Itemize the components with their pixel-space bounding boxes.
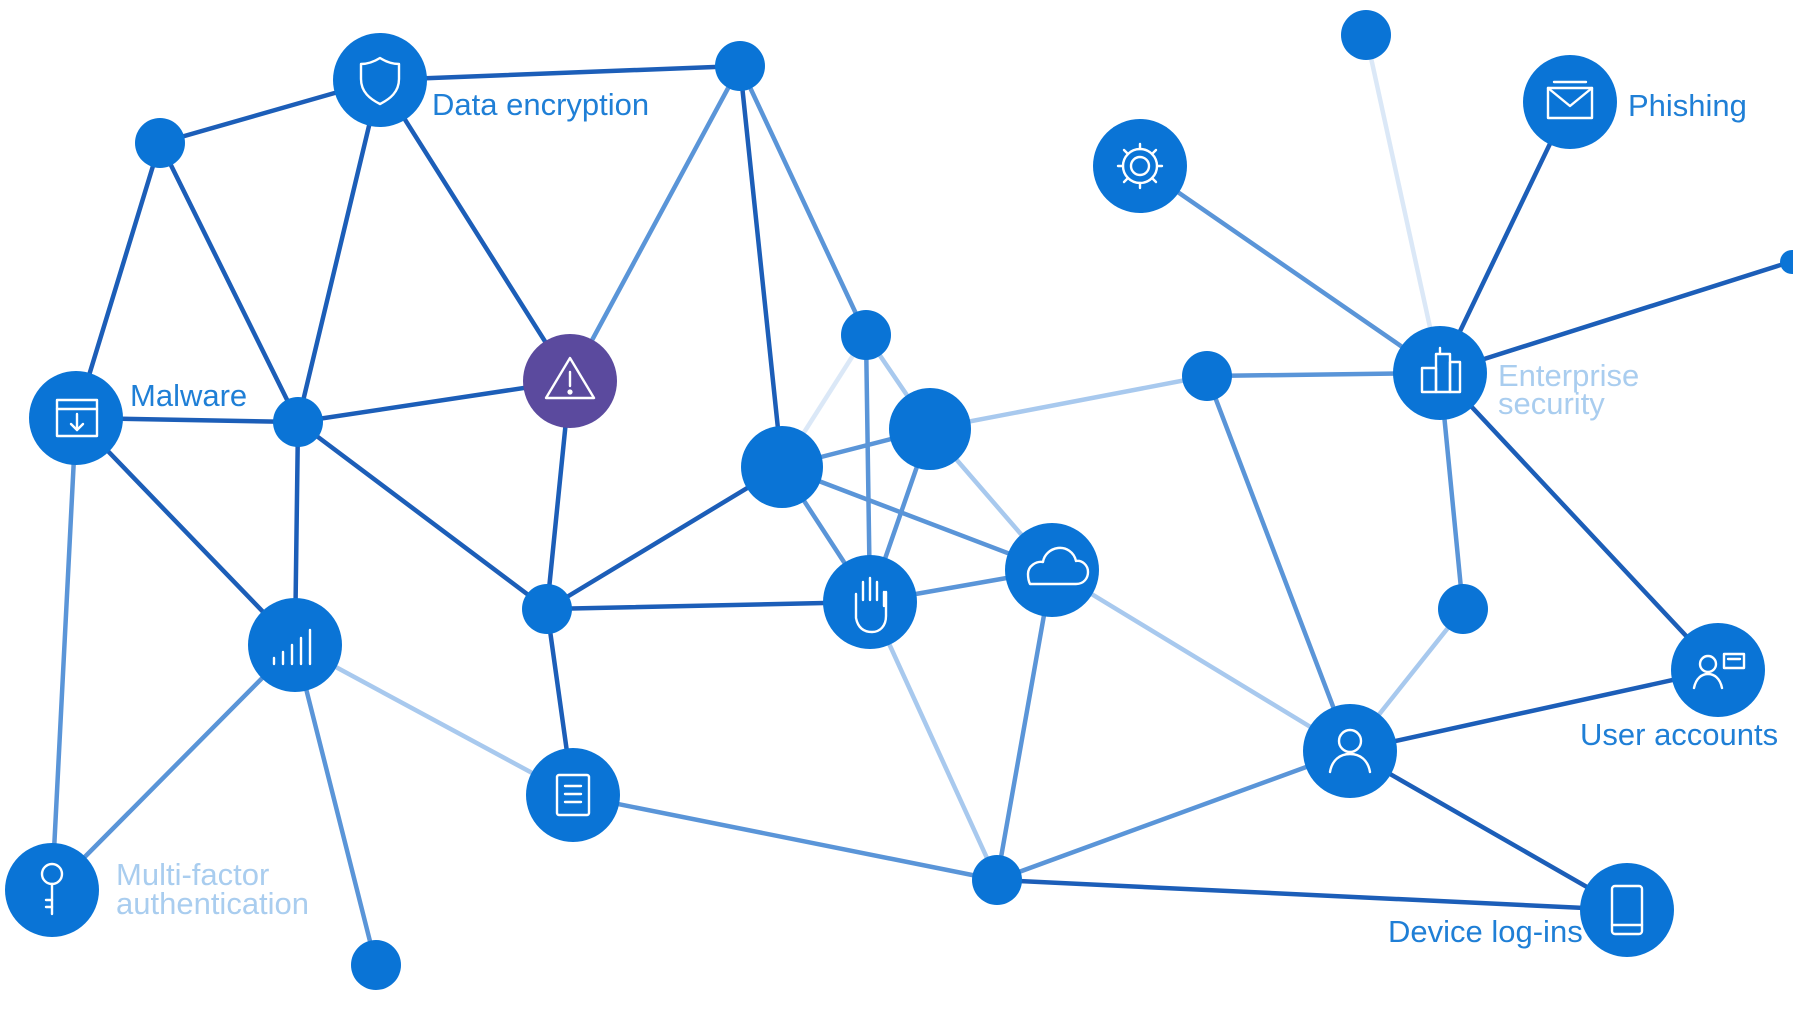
edge (1049, 567, 1353, 754)
edge (1137, 163, 1443, 376)
hand-icon (854, 576, 888, 634)
node (841, 310, 891, 360)
node (1341, 10, 1391, 60)
edge (377, 77, 573, 384)
gear-node (1093, 119, 1187, 213)
node (1780, 250, 1793, 274)
person-icon (1328, 728, 1372, 774)
edge (1437, 370, 1721, 673)
node (741, 426, 823, 508)
node (1182, 351, 1232, 401)
edge (292, 642, 576, 798)
edge (994, 748, 1353, 883)
plain-nodes (135, 10, 1793, 990)
edges-mid (49, 63, 1466, 968)
mail-icon (1546, 80, 1594, 120)
device-node (1580, 863, 1674, 957)
label-device-logins: Device log-ins (1388, 914, 1583, 949)
download-window-icon (55, 398, 99, 438)
node (522, 584, 572, 634)
signal-bars-icon (272, 628, 312, 666)
building-icon (1420, 346, 1462, 394)
edge (1204, 373, 1353, 754)
edge (295, 77, 383, 425)
node (972, 855, 1022, 905)
node (351, 940, 401, 990)
edge (544, 464, 785, 612)
edges (49, 32, 1793, 968)
document-node (526, 748, 620, 842)
edge (1347, 748, 1630, 913)
edge (49, 415, 79, 893)
phishing-node (1523, 55, 1617, 149)
user-card-icon (1692, 652, 1746, 690)
label-data-encryption: Data encryption (432, 87, 649, 122)
edge (377, 63, 743, 83)
edge (1437, 99, 1573, 376)
edge (73, 140, 163, 421)
edge (570, 792, 1000, 883)
key-icon (40, 862, 64, 916)
cloud-icon (1026, 546, 1090, 586)
edges-faint (779, 32, 1443, 470)
label-enterprise-line1: Enterprise (1498, 358, 1639, 393)
hand-node (823, 555, 917, 649)
edge (49, 642, 298, 893)
edge (737, 63, 869, 338)
edge (1363, 32, 1443, 376)
mfa-node (5, 843, 99, 937)
edge (994, 877, 1630, 913)
edge (73, 415, 298, 648)
edge (867, 599, 1000, 883)
label-mfa-line1: Multi-factor (116, 857, 269, 892)
signal-node (248, 598, 342, 692)
document-icon (555, 773, 591, 817)
label-user-accounts: User accounts (1580, 717, 1778, 752)
person-node (1303, 704, 1397, 798)
shield-icon (359, 56, 401, 106)
node (889, 388, 971, 470)
data-encryption-node (333, 33, 427, 127)
node (135, 118, 185, 168)
edge (927, 373, 1210, 432)
edge (567, 63, 743, 384)
cloud-node (1005, 523, 1099, 617)
edge (292, 642, 379, 968)
edge (295, 419, 550, 612)
user-accounts-node (1671, 623, 1765, 717)
label-mfa-line2: authentication (116, 886, 309, 921)
node (1438, 584, 1488, 634)
warning-node (523, 334, 617, 428)
edge (994, 567, 1055, 883)
tablet-icon (1610, 884, 1644, 936)
edge (157, 140, 301, 425)
warning-icon (544, 356, 596, 400)
edges-dark (73, 63, 1793, 913)
enterprise-node (1393, 326, 1487, 420)
gear-icon (1116, 142, 1164, 190)
edge (544, 599, 873, 612)
labels: Data encryption Malware Multi-factor aut… (116, 87, 1778, 949)
node (715, 41, 765, 91)
label-phishing: Phishing (1628, 88, 1747, 123)
node (273, 397, 323, 447)
edge (779, 464, 1055, 573)
edge (1437, 259, 1793, 376)
malware-node (29, 371, 123, 465)
label-malware: Malware (130, 378, 247, 413)
label-enterprise-line2: security (1498, 386, 1605, 421)
edge (1347, 667, 1721, 754)
edge (737, 63, 785, 470)
